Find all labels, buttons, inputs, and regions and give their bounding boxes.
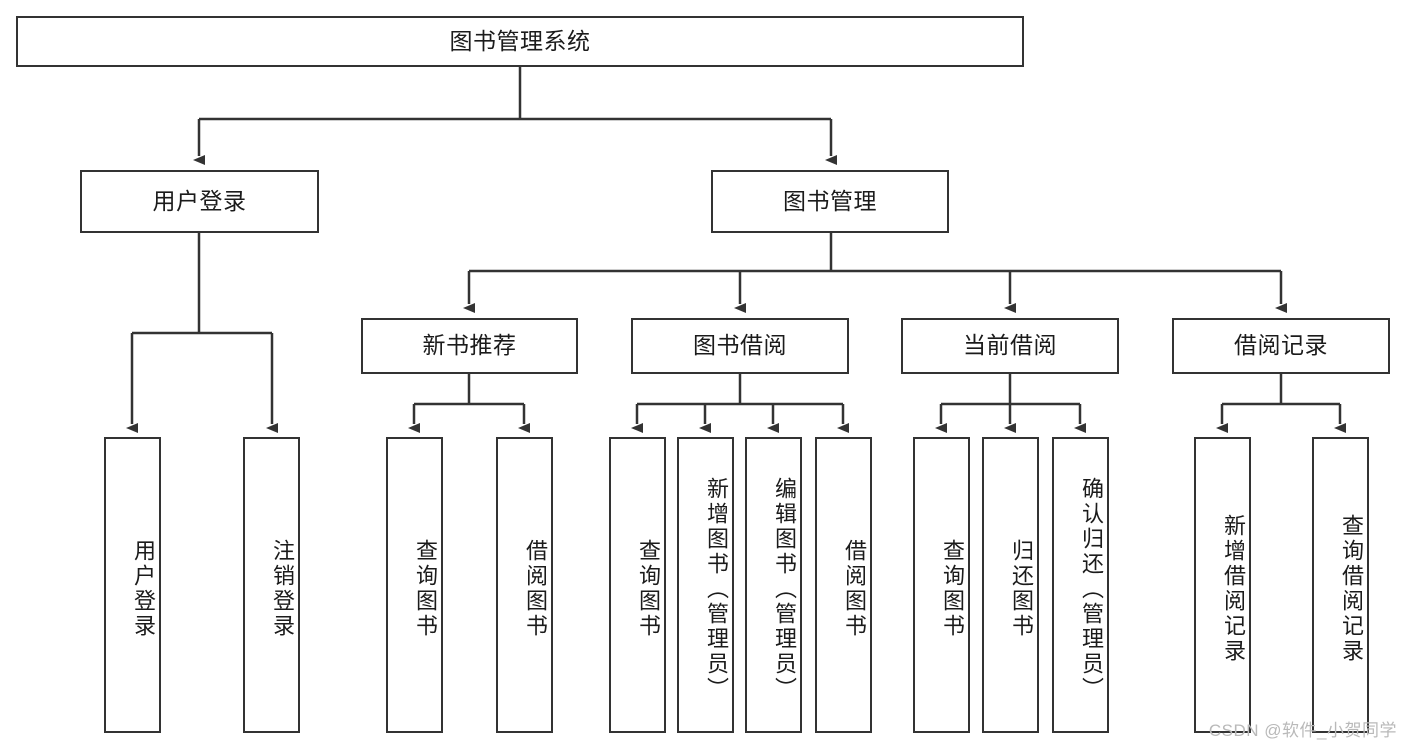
node-label: 借阅图书	[523, 539, 548, 639]
leaf-user-login-login[interactable]: 用户登录	[104, 437, 161, 733]
node-label: 注销登录	[270, 539, 295, 639]
node-label: 用户登录	[152, 187, 247, 214]
leaf-current-query-book[interactable]: 查询图书	[913, 437, 970, 733]
node-book-borrow[interactable]: 图书借阅	[631, 318, 849, 374]
node-user-login[interactable]: 用户登录	[80, 170, 319, 233]
leaf-user-login-logout[interactable]: 注销登录	[243, 437, 300, 733]
node-label: 新增图书（管理员）	[704, 476, 729, 702]
csdn-watermark: CSDN @软件_小贺同学	[1208, 721, 1397, 740]
leaf-current-return-book[interactable]: 归还图书	[982, 437, 1039, 733]
node-label: 归还图书	[1009, 539, 1034, 639]
node-label: 新书推荐	[422, 332, 517, 359]
leaf-records-query-record[interactable]: 查询借阅记录	[1312, 437, 1369, 733]
leaf-current-confirm-return[interactable]: 确认归还（管理员）	[1052, 437, 1109, 733]
node-current-borrow[interactable]: 当前借阅	[901, 318, 1119, 374]
leaf-borrow-edit-book[interactable]: 编辑图书（管理员）	[745, 437, 802, 733]
leaf-borrow-borrow-book[interactable]: 借阅图书	[815, 437, 872, 733]
node-book-management[interactable]: 图书管理	[711, 170, 949, 233]
leaf-borrow-add-book[interactable]: 新增图书（管理员）	[677, 437, 734, 733]
leaf-new-book-query[interactable]: 查询图书	[386, 437, 443, 733]
leaf-borrow-query-book[interactable]: 查询图书	[609, 437, 666, 733]
node-label: 借阅图书	[842, 539, 867, 639]
node-label: 图书管理系统	[449, 27, 591, 54]
node-label: 借阅记录	[1234, 332, 1328, 359]
node-label: 查询图书	[940, 539, 965, 639]
node-label: 新增借阅记录	[1221, 514, 1246, 664]
node-label: 图书借阅	[693, 332, 787, 359]
node-label: 查询图书	[413, 539, 438, 639]
node-label: 确认归还（管理员）	[1079, 476, 1104, 702]
leaf-records-add-record[interactable]: 新增借阅记录	[1194, 437, 1251, 733]
node-borrow-records[interactable]: 借阅记录	[1172, 318, 1390, 374]
node-label: 查询借阅记录	[1339, 514, 1364, 664]
node-label: 编辑图书（管理员）	[772, 476, 797, 702]
node-new-book-recommend[interactable]: 新书推荐	[361, 318, 578, 374]
node-label: 当前借阅	[963, 332, 1057, 359]
node-label: 查询图书	[636, 539, 661, 639]
node-label: 用户登录	[131, 539, 156, 639]
node-label: 图书管理	[783, 187, 877, 214]
leaf-new-book-borrow[interactable]: 借阅图书	[496, 437, 553, 733]
node-root-book-management-system[interactable]: 图书管理系统	[16, 16, 1024, 67]
